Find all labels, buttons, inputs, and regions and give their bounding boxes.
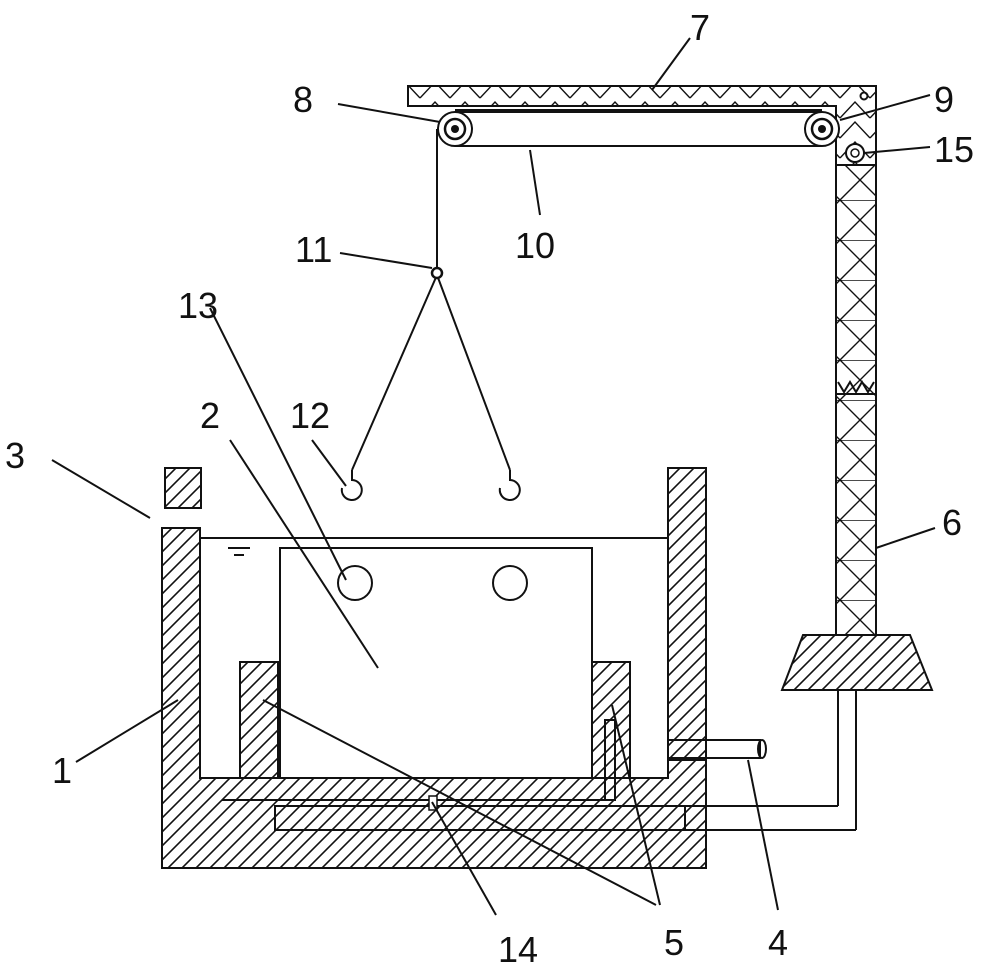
water-level <box>200 537 668 556</box>
workpiece-box <box>279 547 593 779</box>
label-12: 12 <box>290 395 330 436</box>
belt <box>455 109 822 147</box>
column <box>835 164 877 636</box>
label-group: 1 2 3 4 5 6 7 8 9 10 11 12 13 14 15 <box>5 7 974 970</box>
support-left <box>239 661 279 779</box>
label-11: 11 <box>295 229 332 270</box>
hook-left <box>340 470 363 501</box>
overflow-block <box>164 467 202 509</box>
column-spring <box>836 380 876 395</box>
label-1: 1 <box>52 750 72 791</box>
lift-hole-right <box>492 565 528 601</box>
outlet-pipe <box>667 739 767 759</box>
label-7: 7 <box>690 7 710 48</box>
pulley-left <box>437 111 473 147</box>
hook-right <box>498 470 521 501</box>
leader-lines <box>51 37 936 916</box>
label-10: 10 <box>515 225 555 266</box>
label-3: 3 <box>5 435 25 476</box>
top-beam <box>407 85 877 166</box>
hoist-cable <box>351 129 511 471</box>
motor-15 <box>845 143 865 163</box>
column-base <box>780 634 934 691</box>
label-2: 2 <box>200 395 220 436</box>
label-15: 15 <box>934 129 974 170</box>
label-8: 8 <box>293 79 313 120</box>
label-6: 6 <box>942 502 962 543</box>
label-4: 4 <box>768 922 788 963</box>
label-13: 13 <box>178 285 218 326</box>
beam-pin <box>859 91 869 101</box>
pulley-right <box>804 111 840 147</box>
label-5: 5 <box>664 922 684 963</box>
lift-hole-left <box>337 565 373 601</box>
tank-body <box>161 467 707 869</box>
label-14: 14 <box>498 929 538 970</box>
label-9: 9 <box>934 79 954 120</box>
